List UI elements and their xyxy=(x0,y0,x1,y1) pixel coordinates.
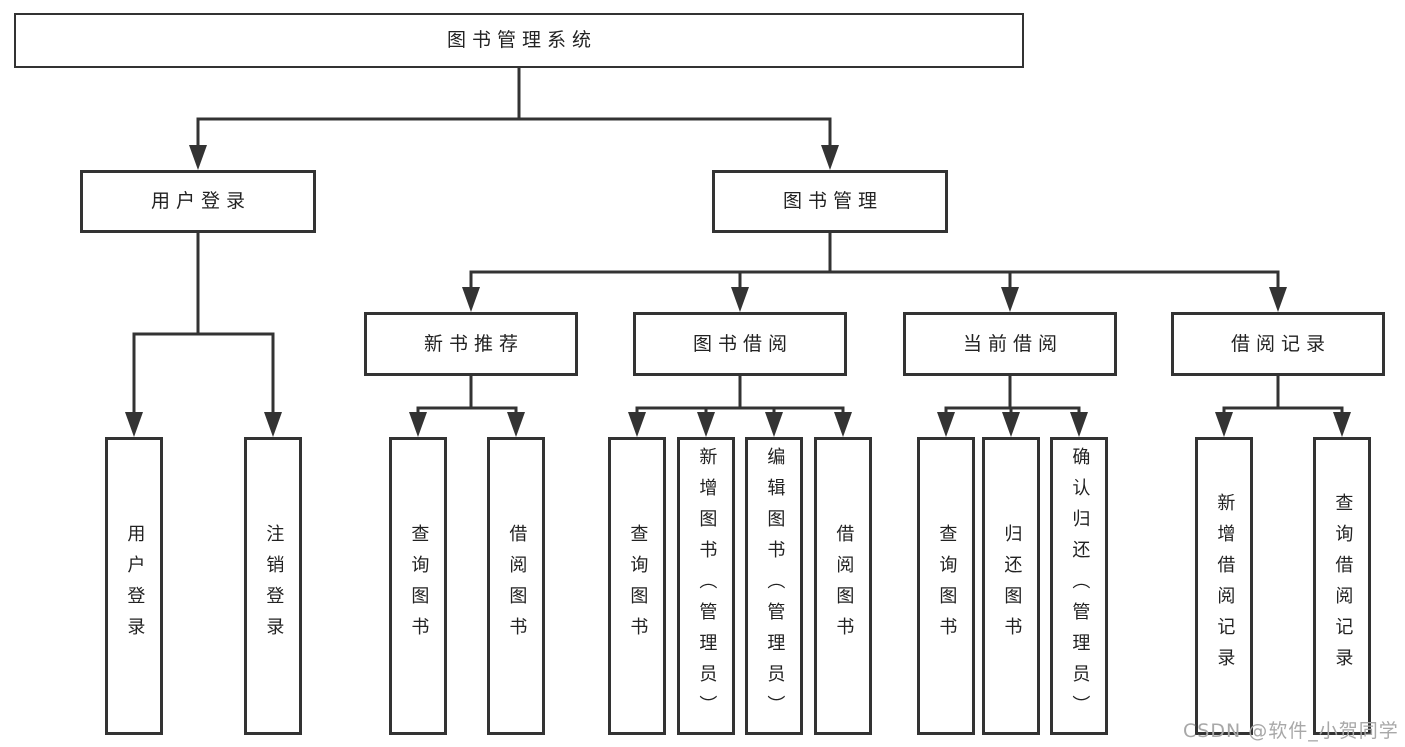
node-label: 当前借阅 xyxy=(962,332,1063,355)
node-system-root: 图书管理系统 xyxy=(14,13,1024,68)
csdn-watermark: CSDN @软件_小贺同学 xyxy=(1183,720,1399,742)
node-book-borrowing: 图书借阅 xyxy=(633,312,847,376)
leaf-return-book: 归还图书 xyxy=(982,437,1040,735)
node-current-borrowing: 当前借阅 xyxy=(903,312,1117,376)
node-label: 借阅记录 xyxy=(1230,332,1331,355)
node-new-book-recommend: 新书推荐 xyxy=(364,312,578,376)
node-book-management: 图书管理 xyxy=(712,170,948,233)
node-borrowing-records: 借阅记录 xyxy=(1171,312,1385,376)
leaf-borrow-books: 借阅图书 xyxy=(814,437,872,735)
node-label: 新增借阅记录 xyxy=(1214,493,1236,679)
node-label: 图书借阅 xyxy=(692,332,793,355)
leaf-add-book-admin: 新增图书（管理员） xyxy=(677,437,735,735)
node-user-login: 用户登录 xyxy=(80,170,316,233)
connector-book-management-children xyxy=(462,231,1287,312)
connector-current-borrowing-children xyxy=(937,374,1088,437)
leaf-add-borrow-record: 新增借阅记录 xyxy=(1195,437,1253,735)
leaf-logout: 注销登录 xyxy=(244,437,302,735)
leaf-query-books-borrowing: 查询图书 xyxy=(608,437,666,735)
connector-root-to-level2 xyxy=(189,64,839,170)
node-label: 新书推荐 xyxy=(423,332,524,355)
leaf-query-borrow-record: 查询借阅记录 xyxy=(1313,437,1371,735)
leaf-user-login: 用户登录 xyxy=(105,437,163,735)
node-label: 图书管理系统 xyxy=(446,29,597,52)
leaf-confirm-return-admin: 确认归还（管理员） xyxy=(1050,437,1108,735)
node-label: 新增图书（管理员） xyxy=(696,446,718,726)
connector-new-book-recommend-children xyxy=(409,374,525,437)
connector-borrowing-records-children xyxy=(1215,374,1351,437)
connector-user-login-children xyxy=(125,231,282,437)
node-label: 查询图书 xyxy=(936,524,958,648)
node-label: 编辑图书（管理员） xyxy=(764,446,786,726)
node-label: 查询借阅记录 xyxy=(1332,493,1354,679)
leaf-query-books-recommend: 查询图书 xyxy=(389,437,447,735)
node-label: 查询图书 xyxy=(627,524,649,648)
node-label: 借阅图书 xyxy=(506,524,528,648)
node-label: 用户登录 xyxy=(124,524,146,648)
node-label: 图书管理 xyxy=(782,190,883,213)
node-label: 确认归还（管理员） xyxy=(1069,446,1091,726)
leaf-query-books-current: 查询图书 xyxy=(917,437,975,735)
node-label: 归还图书 xyxy=(1001,524,1023,648)
connector-book-borrowing-children xyxy=(628,374,852,437)
node-label: 借阅图书 xyxy=(833,524,855,648)
node-label: 注销登录 xyxy=(263,524,285,648)
leaf-edit-book-admin: 编辑图书（管理员） xyxy=(745,437,803,735)
leaf-borrow-books-recommend: 借阅图书 xyxy=(487,437,545,735)
node-label: 查询图书 xyxy=(408,524,430,648)
node-label: 用户登录 xyxy=(150,190,251,213)
